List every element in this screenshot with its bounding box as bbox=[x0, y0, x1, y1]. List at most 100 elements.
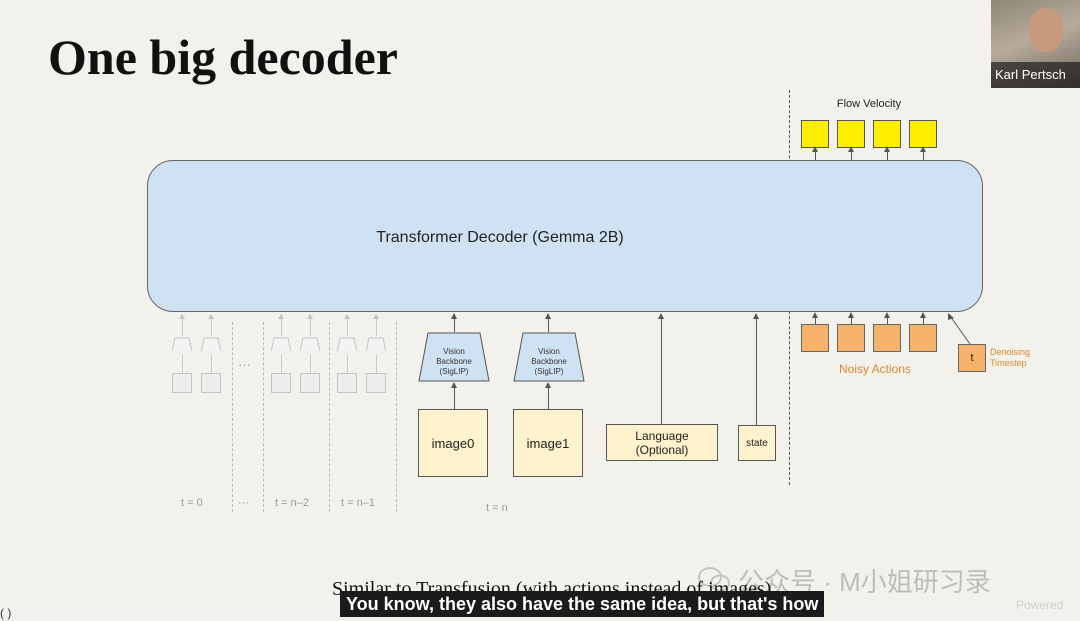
arrow-head bbox=[884, 312, 890, 318]
backbone-label-line: Backbone bbox=[531, 357, 567, 366]
vision-backbone-encoder bbox=[513, 332, 585, 382]
ghost-arrow bbox=[376, 355, 377, 373]
timestep-token: t bbox=[958, 344, 986, 372]
arrow-head bbox=[920, 312, 926, 318]
history-ellipsis: ··· bbox=[238, 357, 251, 372]
transformer-decoder-label: Transformer Decoder (Gemma 2B) bbox=[376, 229, 624, 246]
ghost-arrow bbox=[310, 316, 311, 336]
arrow-head bbox=[848, 146, 854, 152]
arrow-head bbox=[848, 312, 854, 318]
ghost-arrow bbox=[281, 316, 282, 336]
ghost-frame bbox=[271, 373, 291, 393]
input-arrow bbox=[887, 314, 888, 324]
vision-backbone-label: Vision Backbone (SigLIP) bbox=[418, 347, 490, 377]
ghost-arrow bbox=[182, 316, 183, 336]
history-divider bbox=[263, 322, 264, 512]
arrow-head bbox=[179, 314, 185, 319]
vision-output-arrow bbox=[548, 316, 549, 332]
flow-velocity-token bbox=[801, 120, 829, 148]
ghost-encoder bbox=[200, 337, 222, 351]
arrow-head bbox=[812, 312, 818, 318]
language-box: Language (Optional) bbox=[606, 424, 718, 461]
ghost-arrow bbox=[182, 355, 183, 373]
timestep-label-tn: t = n bbox=[486, 502, 508, 514]
arrow-head bbox=[920, 146, 926, 152]
ghost-arrow bbox=[211, 316, 212, 336]
siglip-label-line: (SigLIP) bbox=[439, 367, 469, 376]
timestep-label-tn2: t = n–2 bbox=[275, 497, 309, 509]
flow-velocity-label: Flow Velocity bbox=[836, 98, 902, 110]
speaker-avatar bbox=[1029, 8, 1063, 52]
language-optional-label: (Optional) bbox=[635, 442, 689, 457]
ghost-arrow bbox=[347, 355, 348, 373]
ghost-arrow bbox=[347, 316, 348, 336]
image-arrow bbox=[548, 385, 549, 409]
vision-backbone-label: Vision Backbone (SigLIP) bbox=[513, 347, 585, 377]
wechat-icon bbox=[698, 567, 730, 592]
timestep-label-t0: t = 0 bbox=[181, 497, 203, 509]
ghost-arrow bbox=[376, 316, 377, 336]
language-arrow bbox=[661, 316, 662, 424]
arrow-head bbox=[451, 313, 457, 319]
vision-label-line: Vision bbox=[443, 347, 465, 356]
arrow-head bbox=[307, 314, 313, 319]
noisy-actions-label: Noisy Actions bbox=[838, 362, 912, 376]
vision-backbone-encoder bbox=[418, 332, 490, 382]
state-box: state bbox=[738, 425, 776, 461]
slide-title: One big decoder bbox=[48, 29, 398, 85]
arrow-head bbox=[208, 314, 214, 319]
ghost-frame bbox=[201, 373, 221, 393]
flow-velocity-token bbox=[873, 120, 901, 148]
ghost-frame bbox=[172, 373, 192, 393]
arrow-head bbox=[545, 313, 551, 319]
speaker-video[interactable]: Karl Pertsch bbox=[991, 0, 1080, 88]
arrow-head bbox=[344, 314, 350, 319]
noisy-action-token bbox=[873, 324, 901, 352]
ghost-encoder bbox=[365, 337, 387, 351]
vision-label-line: Vision bbox=[538, 347, 560, 356]
image-arrow bbox=[454, 385, 455, 409]
timestep-arrow bbox=[948, 313, 971, 345]
output-arrow bbox=[887, 150, 888, 160]
noisy-action-token bbox=[837, 324, 865, 352]
language-label: Language bbox=[635, 428, 689, 443]
output-arrow bbox=[815, 150, 816, 160]
history-divider bbox=[396, 322, 397, 512]
ghost-frame bbox=[300, 373, 320, 393]
timestep-label-line: Timestep bbox=[990, 358, 1027, 368]
ghost-arrow bbox=[310, 355, 311, 373]
image0-box: image0 bbox=[418, 409, 488, 477]
ghost-arrow bbox=[281, 355, 282, 373]
ghost-frame bbox=[337, 373, 357, 393]
noisy-action-token bbox=[909, 324, 937, 352]
arrow-head bbox=[753, 313, 759, 319]
vision-output-arrow bbox=[454, 316, 455, 332]
transformer-decoder-block bbox=[147, 160, 983, 312]
backbone-label-line: Backbone bbox=[436, 357, 472, 366]
ghost-encoder bbox=[299, 337, 321, 351]
arrow-head bbox=[545, 382, 551, 388]
state-arrow bbox=[756, 316, 757, 425]
siglip-label-line: (SigLIP) bbox=[534, 367, 564, 376]
arrow-head bbox=[658, 313, 664, 319]
input-arrow bbox=[923, 314, 924, 324]
ghost-encoder bbox=[270, 337, 292, 351]
denoising-label-line: Denoising bbox=[990, 347, 1031, 357]
output-arrow bbox=[923, 150, 924, 160]
timestep-label-tn1: t = n–1 bbox=[341, 497, 375, 509]
arrow-head bbox=[278, 314, 284, 319]
ghost-arrow bbox=[211, 355, 212, 373]
ghost-frame bbox=[366, 373, 386, 393]
image1-box: image1 bbox=[513, 409, 583, 477]
arrow-head bbox=[812, 146, 818, 152]
timestep-label-dots: ··· bbox=[238, 497, 249, 509]
input-arrow bbox=[851, 314, 852, 324]
history-divider bbox=[232, 322, 233, 512]
video-subtitle: You know, they also have the same idea, … bbox=[340, 591, 825, 617]
denoising-timestep-label: Denoising Timestep bbox=[990, 347, 1030, 369]
noisy-action-token bbox=[801, 324, 829, 352]
ghost-encoder bbox=[336, 337, 358, 351]
arrow-head bbox=[373, 314, 379, 319]
output-arrow bbox=[851, 150, 852, 160]
corner-mark: ( ) bbox=[0, 606, 12, 620]
